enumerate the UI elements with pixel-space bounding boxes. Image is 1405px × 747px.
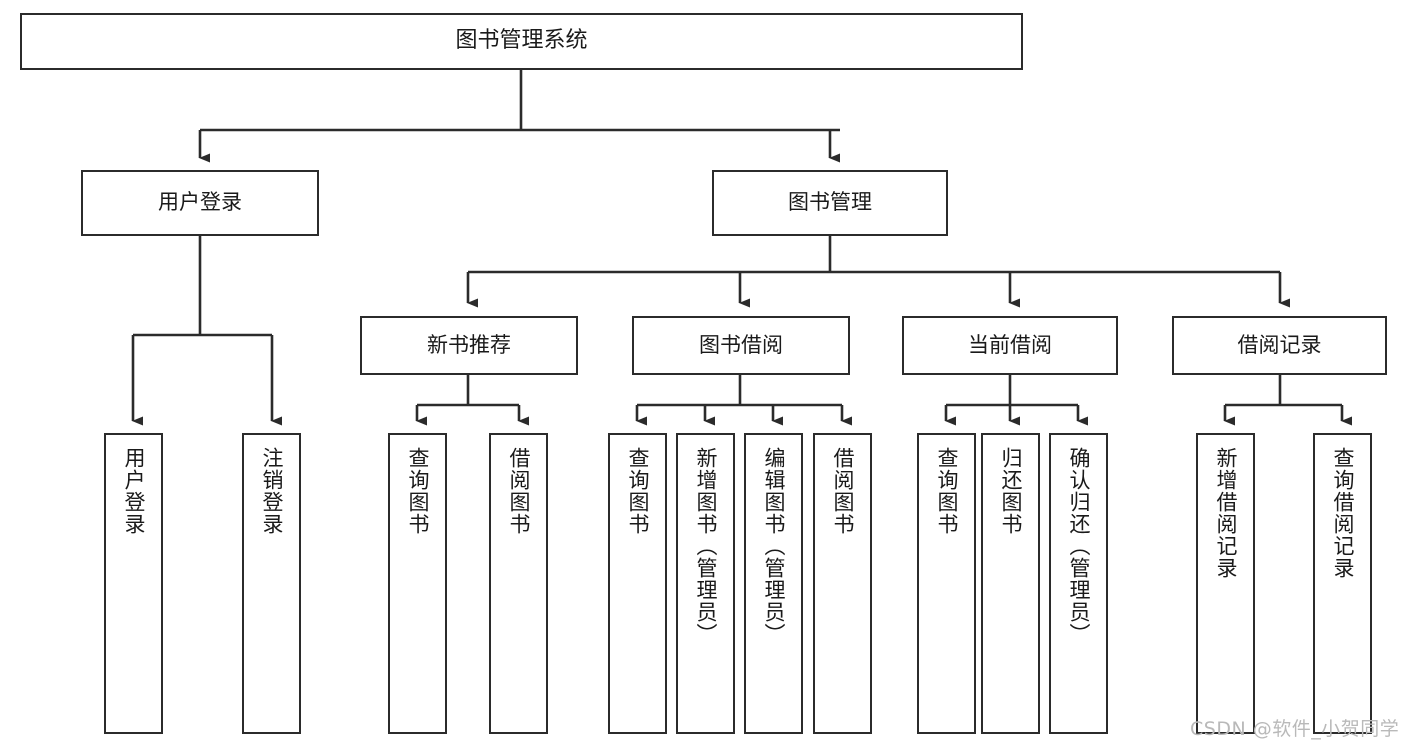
node-book-management[interactable]: 图书管理 <box>712 170 948 236</box>
node-borrow-record[interactable]: 借阅记录 <box>1172 316 1387 375</box>
node-root-system[interactable]: 图书管理系统 <box>20 13 1023 70</box>
node-user-login[interactable]: 用户登录 <box>81 170 319 236</box>
node-label: 当前借阅 <box>968 332 1052 357</box>
leaf-record-query[interactable]: 查询借阅记录 <box>1313 433 1372 734</box>
leaf-borrow-book[interactable]: 借阅图书 <box>813 433 872 734</box>
leaf-new-book-query[interactable]: 查询图书 <box>388 433 447 734</box>
node-label: 图书管理 <box>788 190 872 215</box>
node-label: 归还图书 <box>999 447 1023 535</box>
node-label: 借阅图书 <box>831 447 855 535</box>
leaf-borrow-query[interactable]: 查询图书 <box>608 433 667 734</box>
node-label: 图书借阅 <box>699 332 783 357</box>
leaf-logout[interactable]: 注销登录 <box>242 433 301 734</box>
leaf-record-add[interactable]: 新增借阅记录 <box>1196 433 1255 734</box>
node-current-borrow[interactable]: 当前借阅 <box>902 316 1118 375</box>
node-label: 查询图书 <box>935 447 959 535</box>
node-label: 新增借阅记录 <box>1214 447 1238 579</box>
leaf-borrow-edit-book[interactable]: 编辑图书（管理员） <box>744 433 803 734</box>
leaf-user-login[interactable]: 用户登录 <box>104 433 163 734</box>
node-book-borrow[interactable]: 图书借阅 <box>632 316 850 375</box>
leaf-new-book-borrow[interactable]: 借阅图书 <box>489 433 548 734</box>
node-new-book-recommend[interactable]: 新书推荐 <box>360 316 578 375</box>
node-label: 借阅记录 <box>1237 332 1322 357</box>
leaf-current-query[interactable]: 查询图书 <box>917 433 976 734</box>
node-label: 新书推荐 <box>427 332 511 357</box>
node-label: 查询图书 <box>406 447 430 535</box>
node-label: 确认归还（管理员） <box>1067 447 1091 645</box>
node-label: 图书管理系统 <box>455 28 588 54</box>
leaf-current-confirm-return[interactable]: 确认归还（管理员） <box>1049 433 1108 734</box>
node-label: 编辑图书（管理员） <box>762 447 786 645</box>
node-label: 新增图书（管理员） <box>694 447 718 645</box>
leaf-current-return[interactable]: 归还图书 <box>981 433 1040 734</box>
node-label: 查询图书 <box>626 447 650 535</box>
node-label: 查询借阅记录 <box>1331 447 1355 579</box>
node-label: 借阅图书 <box>507 447 531 535</box>
node-label: 用户登录 <box>158 190 242 215</box>
node-label: 用户登录 <box>122 447 146 535</box>
node-label: 注销登录 <box>260 447 284 535</box>
leaf-borrow-add-book[interactable]: 新增图书（管理员） <box>676 433 735 734</box>
